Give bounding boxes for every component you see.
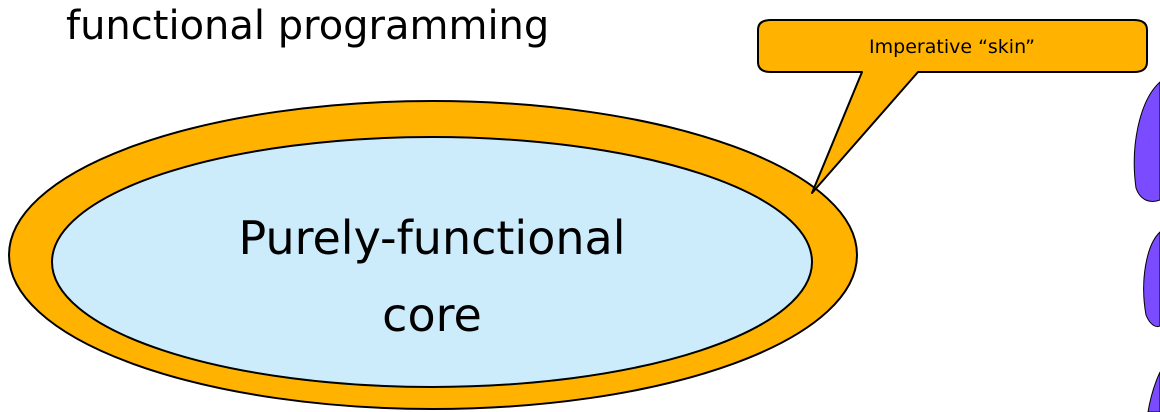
core-ellipse [51, 136, 813, 388]
slide-heading: functional programming [66, 3, 550, 49]
core-label-line2: core [382, 288, 482, 342]
core-label-line1: Purely-functional [239, 211, 626, 265]
purple-glyph-middle [1143, 231, 1160, 328]
purple-glyph-bottom [1147, 371, 1160, 412]
callout-bubble [757, 19, 1148, 194]
callout-label: Imperative “skin” [869, 36, 1035, 58]
purple-glyph-top [1133, 81, 1160, 202]
